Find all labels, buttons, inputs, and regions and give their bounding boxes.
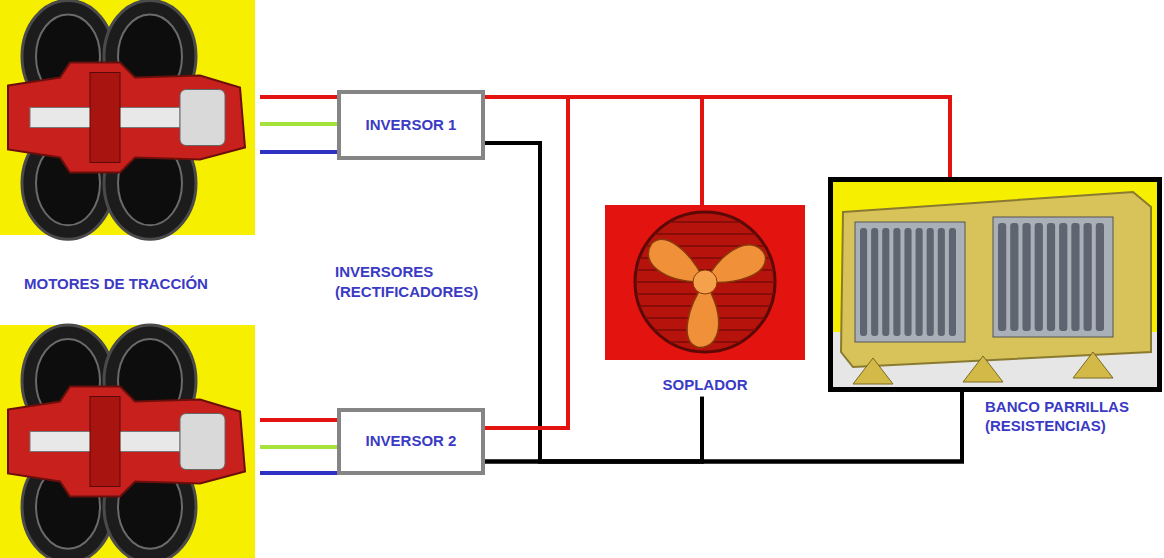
grill-slat [1022,223,1030,331]
grill-slat [916,228,923,336]
grill-slat [882,228,889,336]
inverter-box: INVERSOR 2 [337,408,485,475]
phase-wire [260,445,337,449]
grill-panel [855,222,965,342]
node-label: BANCO PARRILLAS (RESISTENCIAS) [985,398,1157,436]
blower-grille [654,233,756,235]
grill-slat [998,223,1006,331]
resistor-bank-photo [833,182,1157,387]
grill-slat [1096,223,1104,331]
phase-wire [260,122,337,126]
grill-slat [1010,223,1018,331]
motor-body [8,387,245,497]
grill-slat [860,228,867,336]
fan-hub [693,270,717,294]
cabinet [841,192,1151,367]
grill-slat [938,228,945,336]
grill-slat [949,228,956,336]
blower-background [605,205,805,360]
traction-motor [0,0,255,239]
blower-grille [669,221,741,223]
motor-body [8,63,245,173]
positive-wire [485,97,702,205]
grill-slat [893,228,900,336]
phase-wire [260,418,337,422]
motor-background [0,325,255,558]
cabinet-foot [963,356,1003,382]
cabinet-foot [853,358,893,384]
photo-frame [828,177,1162,392]
node-label: SOPLADOR [605,376,805,397]
positive-wire [485,97,950,177]
blower-symbol [605,205,805,360]
motor-rotor [180,90,225,146]
motor-gear [90,73,120,163]
inverter-box: INVERSOR 1 [337,90,485,160]
phase-wire [260,150,337,154]
motor-rotor [180,414,225,470]
caption-label: MOTORES DE TRACCIÓN [24,274,244,294]
grill-slat [1084,223,1092,331]
caption-label: INVERSORES (RECTIFICADORES) [335,262,513,301]
resistor-bank-node: BANCO PARRILLAS (RESISTENCIAS) [828,177,1162,436]
cabinet-foot [1073,352,1113,378]
grill-slat [927,228,934,336]
motor-gear [90,397,120,487]
motor-background [0,0,255,235]
grill-panel [993,217,1113,337]
grill-slat [1059,223,1067,331]
blower-node: SOPLADOR [605,205,805,397]
traction-motor [0,325,255,558]
node-label: INVERSOR 1 [366,116,457,135]
phase-wire [260,471,337,475]
grill-slat [1047,223,1055,331]
grill-slat [1035,223,1043,331]
node-label: INVERSOR 2 [366,432,457,451]
grill-slat [904,228,911,336]
blower-housing [635,212,775,352]
grill-slat [1071,223,1079,331]
phase-wire [260,95,337,99]
grill-slat [871,228,878,336]
